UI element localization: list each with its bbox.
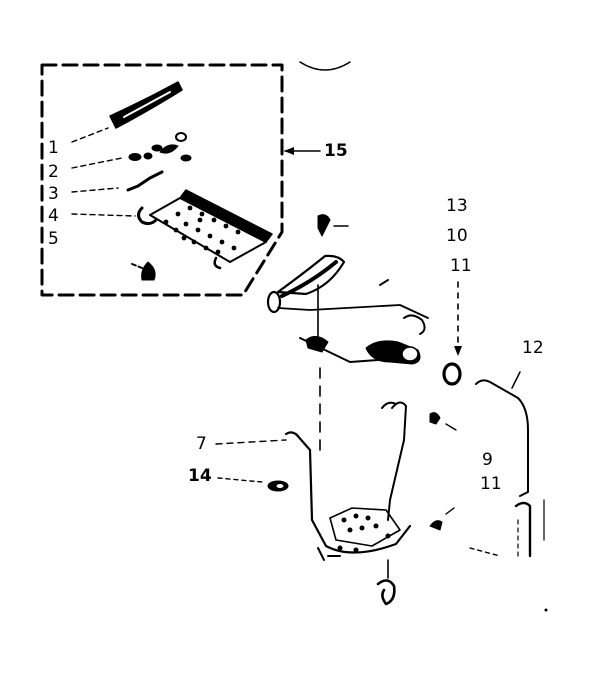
stray-dot [544,608,548,612]
leader-9-11 [469,547,501,557]
curved-lever-shade [280,260,338,298]
callout-5: 5 [48,229,59,249]
o-ring [442,362,462,386]
arrowhead-13-10-11 [454,346,462,356]
small-clip-bottom [429,520,443,531]
leader-1 [71,127,109,143]
callout-9: 9 [482,450,493,470]
small-clip-8 [429,412,441,425]
leader-12 [511,371,521,389]
arrowhead-15 [284,147,294,155]
lever-pivot [266,290,282,314]
callout-7: 7 [196,434,207,454]
callout-3: 3 [48,184,59,204]
callout-15: 15 [324,141,348,161]
inset-handle-highlight [123,91,171,118]
washer-14-hole [276,484,284,488]
callout-4: 4 [48,206,59,226]
callout-11-lower: 11 [480,474,502,494]
curved-lever [276,254,346,296]
inset-perforated-plate [137,189,273,270]
leader-7 [215,439,287,445]
inset-small-parts [126,132,192,192]
leader-clip-bottom [445,507,455,515]
callout-13: 13 [446,196,468,216]
bracket-lower-part [514,501,532,558]
callout-10: 10 [446,226,468,246]
base-platform [284,431,412,561]
inset-knob [141,261,156,281]
callout-11-upper: 11 [450,256,472,276]
callout-12: 12 [522,338,544,358]
top-screw [317,214,331,237]
callout-1: 1 [48,138,59,158]
leader-2 [71,157,123,169]
bottom-foot [376,579,396,606]
stray-arc [299,61,351,71]
rod-hook-top [381,401,397,409]
callout-2: 2 [48,162,59,182]
leader-14 [217,477,263,483]
leader-3 [71,187,119,193]
rod-right [387,401,407,521]
inset-box-outline [40,63,284,297]
leader-knob [131,263,143,269]
leader-4 [71,213,136,217]
main-housing [277,279,429,365]
leader-clip-8 [445,423,457,431]
right-bracket [475,379,529,497]
callout-14: 14 [188,466,212,486]
